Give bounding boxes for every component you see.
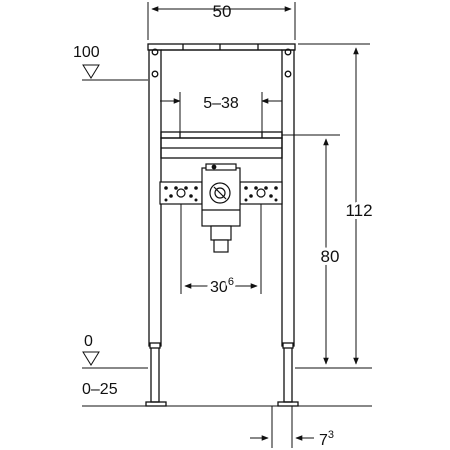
total-height-label: 112 [345, 201, 372, 220]
frame-left-upright [148, 49, 162, 347]
level-markers [82, 64, 100, 366]
floor-level-label: 0 [84, 333, 93, 350]
bolt-spacing-base: 30 [210, 279, 228, 296]
frame-right-upright [281, 49, 295, 347]
tap-fitting-assembly [159, 163, 283, 253]
fitting-pipe [210, 225, 232, 241]
top-level-label: 100 [73, 44, 100, 61]
frame-right-leg [283, 345, 293, 403]
frame-left-leg [150, 345, 160, 403]
top-level-triangle [82, 64, 100, 79]
floor-adjust-label: 0–25 [82, 381, 118, 398]
foot-offset-sup: 3 [328, 429, 334, 441]
frame-left-foot [145, 401, 167, 407]
frame-crossbar [160, 131, 283, 139]
foot-offset-label: 73 [319, 429, 334, 449]
crossbar-height-label: 80 [321, 247, 340, 266]
foot-offset-base: 7 [319, 432, 328, 449]
bolt-spacing-label: 306 [210, 276, 234, 296]
frame-top-rail [147, 43, 296, 51]
frame-right-foot [277, 401, 299, 407]
frame [145, 43, 299, 407]
width-label: 50 [213, 2, 232, 21]
bolt-spacing-sup: 6 [228, 276, 234, 288]
dimension-lines [82, 2, 372, 448]
bracket-range-label: 5–38 [203, 95, 239, 112]
floor-level-triangle [82, 351, 100, 366]
